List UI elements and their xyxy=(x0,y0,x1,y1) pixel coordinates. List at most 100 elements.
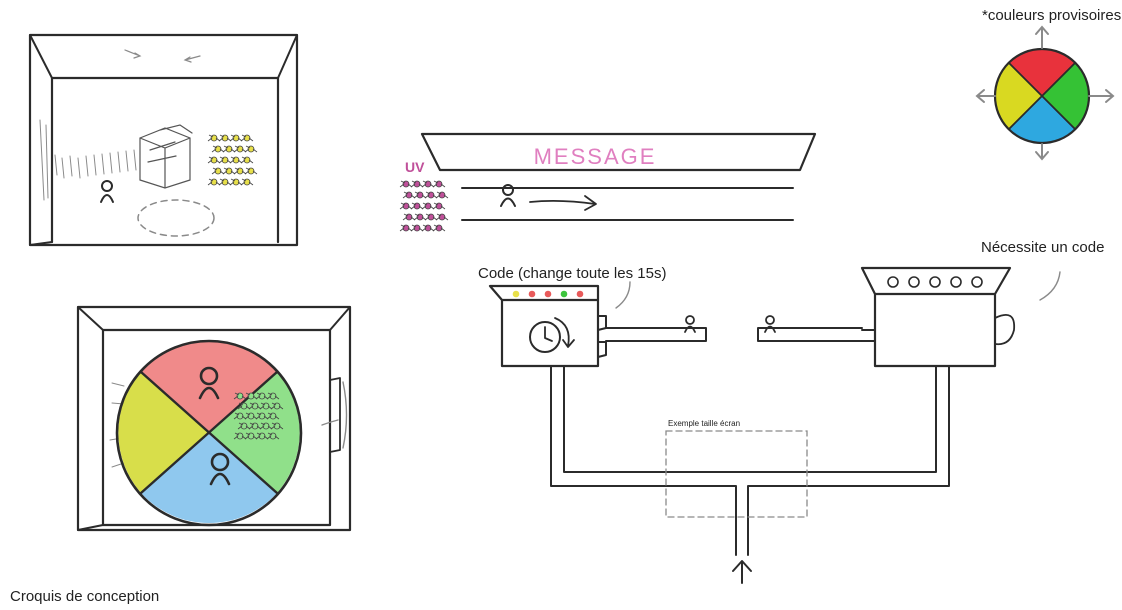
bug-icon xyxy=(244,145,258,153)
bug-icon xyxy=(413,213,427,221)
bug-icon xyxy=(413,191,427,199)
code-slot-icon xyxy=(908,276,920,288)
bug-icon xyxy=(229,134,243,142)
bug-icon xyxy=(237,422,251,430)
bug-icon xyxy=(399,202,413,210)
bug-icon xyxy=(402,213,416,221)
bug-icon xyxy=(410,202,424,210)
bug-icon xyxy=(410,180,424,188)
boxes-sketch xyxy=(139,124,193,189)
bug-icon xyxy=(402,191,416,199)
code-machine: Code (change toute les 15s) xyxy=(478,265,666,368)
bug-icon xyxy=(218,156,232,164)
bug-icon xyxy=(207,178,221,186)
handle-icon xyxy=(994,314,1016,346)
bugs-green-cluster xyxy=(233,392,284,440)
message-corridor: MESSAGE UV xyxy=(399,132,817,232)
arrow-up-icon xyxy=(1035,25,1049,49)
bug-icon xyxy=(233,432,247,440)
bug-icon xyxy=(421,224,435,232)
entry-arrow xyxy=(732,560,752,584)
bug-icon xyxy=(207,156,221,164)
person-icon xyxy=(764,315,776,333)
bug-icon xyxy=(240,134,254,142)
bug-icon xyxy=(244,412,258,420)
bug-icon xyxy=(255,412,269,420)
bug-icon xyxy=(266,432,280,440)
bug-icon xyxy=(410,224,424,232)
bug-icon xyxy=(399,224,413,232)
person-icon xyxy=(684,315,696,333)
bug-icon xyxy=(435,191,449,199)
code-slot-icon xyxy=(929,276,941,288)
led-icon xyxy=(528,290,536,298)
bug-icon xyxy=(240,178,254,186)
bug-icon xyxy=(240,156,254,164)
led-icon xyxy=(560,290,568,298)
arrow-down-icon xyxy=(1035,143,1049,161)
code-slots xyxy=(887,276,983,288)
led-icon xyxy=(512,290,520,298)
corridor-system: Exemple taille écran xyxy=(550,315,950,584)
bug-icon xyxy=(233,167,247,175)
bug-icon xyxy=(222,167,236,175)
bug-icon xyxy=(399,180,413,188)
bugs-uv-cluster xyxy=(399,180,449,232)
color-wheel: *couleurs provisoires xyxy=(975,7,1121,161)
bug-icon xyxy=(244,432,258,440)
uv-label: UV xyxy=(405,159,425,175)
message-label: MESSAGE xyxy=(534,144,657,169)
code-label: Code (change toute les 15s) xyxy=(478,265,666,282)
arrow-right-icon xyxy=(1088,89,1115,103)
bug-icon xyxy=(244,167,258,175)
bug-icon xyxy=(211,167,225,175)
bug-icon xyxy=(229,178,243,186)
bug-icon xyxy=(248,422,262,430)
caption: Croquis de conception xyxy=(10,588,159,605)
code-slot-icon xyxy=(971,276,983,288)
needs-code-label: Nécessite un code xyxy=(981,239,1104,256)
person-icon xyxy=(198,366,220,400)
bug-icon xyxy=(424,213,438,221)
locked-machine: Nécessite un code xyxy=(860,239,1104,368)
grass-hatch xyxy=(39,119,137,201)
screen-example-label: Exemple taille écran xyxy=(668,419,740,428)
bug-icon xyxy=(244,392,258,400)
clock-icon xyxy=(529,317,575,353)
screen-size-example xyxy=(665,430,808,518)
bug-icon xyxy=(259,422,273,430)
code-slot-icon xyxy=(950,276,962,288)
bug-icon xyxy=(266,412,280,420)
bug-icon xyxy=(435,213,449,221)
room-sketch-bottom-left xyxy=(76,305,352,532)
bug-icon xyxy=(432,202,446,210)
bug-icon xyxy=(229,156,243,164)
bug-icon xyxy=(270,402,284,410)
person-icon xyxy=(100,180,114,203)
bug-icon xyxy=(432,180,446,188)
person-icon xyxy=(500,184,516,207)
bug-icon xyxy=(207,134,221,142)
colors-note: *couleurs provisoires xyxy=(982,7,1121,24)
bug-icon xyxy=(233,392,247,400)
bug-icon xyxy=(233,412,247,420)
bug-icon xyxy=(218,178,232,186)
person-icon xyxy=(209,452,231,486)
led-icon xyxy=(576,290,584,298)
led-icon xyxy=(544,290,552,298)
bug-icon xyxy=(218,134,232,142)
room-sketch-top-left xyxy=(28,33,299,247)
bug-icon xyxy=(266,392,280,400)
code-leds xyxy=(512,290,584,298)
bug-icon xyxy=(424,191,438,199)
bug-icon xyxy=(432,224,446,232)
bug-icon xyxy=(270,422,284,430)
bug-icon xyxy=(421,202,435,210)
arrow-left-icon xyxy=(975,89,996,103)
bug-icon xyxy=(233,145,247,153)
dashed-zone xyxy=(137,199,215,237)
bug-icon xyxy=(421,180,435,188)
direction-arrow xyxy=(529,195,597,211)
bugs-yellow-cluster xyxy=(207,134,258,186)
